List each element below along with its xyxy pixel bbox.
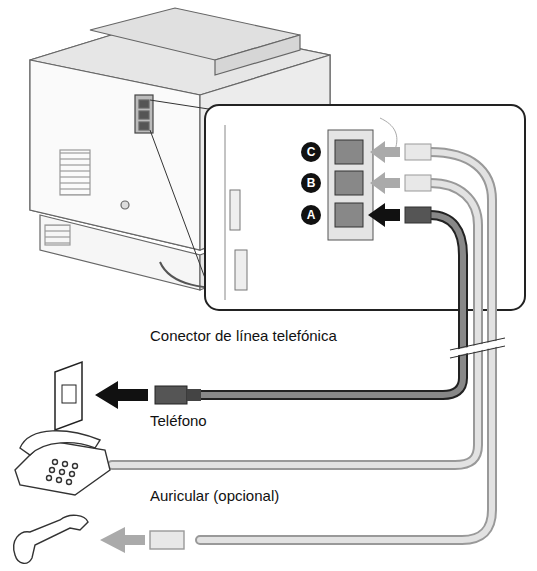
port-panel: [225, 118, 397, 300]
cables: [112, 152, 492, 540]
telephone: [15, 431, 110, 495]
callout-text: B: [307, 177, 316, 189]
callout-text: C: [307, 146, 316, 158]
callout-letter: B: [301, 173, 321, 193]
callout-letter: A: [301, 205, 321, 225]
callout-letter: C: [301, 142, 321, 162]
handset: [14, 515, 184, 563]
part-label: Teléfono: [148, 412, 209, 429]
callout-text: A: [307, 209, 316, 221]
part-label: Conector de línea telefónica: [148, 327, 339, 344]
part-label: Auricular (opcional): [148, 487, 281, 504]
